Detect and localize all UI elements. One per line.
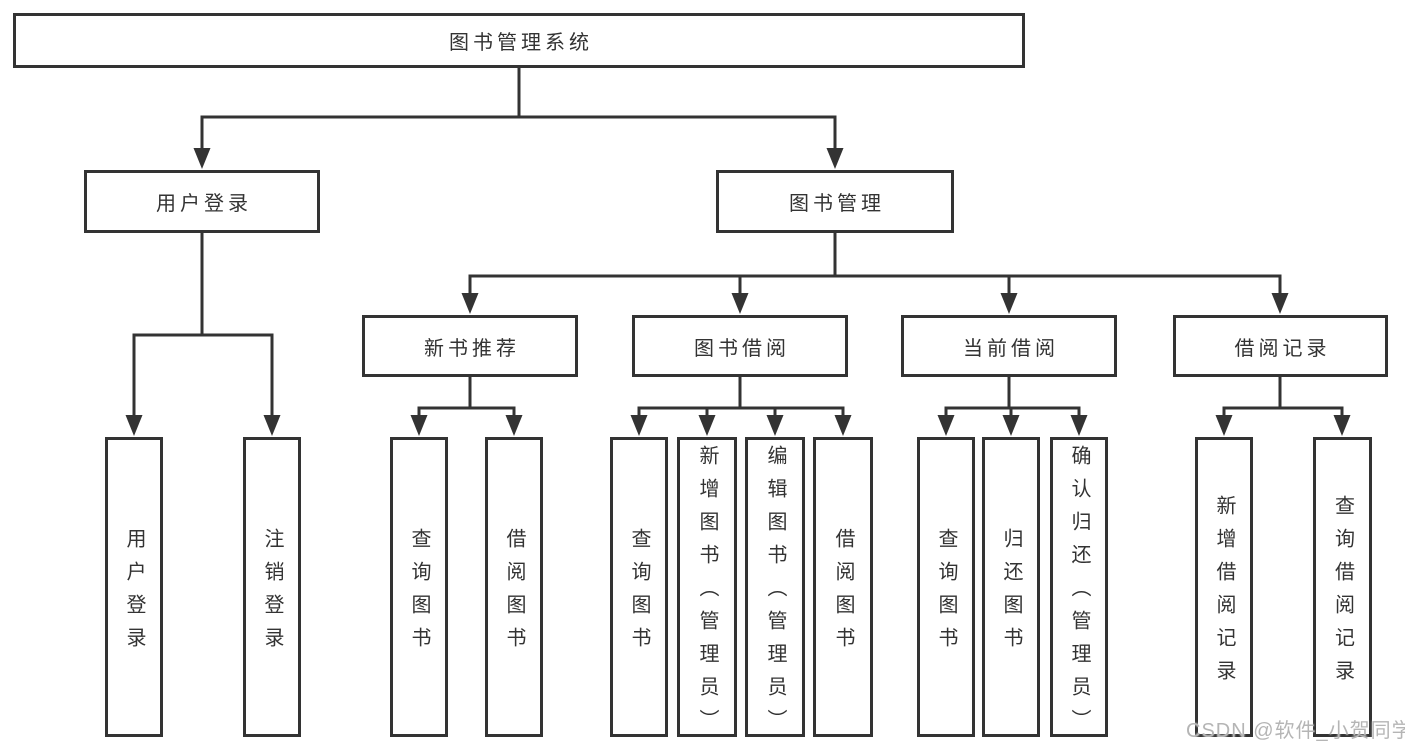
leaf-label: 编辑图书（管理员） bbox=[764, 445, 786, 742]
connector-book-mgmt-children bbox=[468, 233, 1282, 298]
leaf-query-books-current: 查询图书 bbox=[917, 437, 975, 737]
arrow-down-icon bbox=[1002, 415, 1020, 436]
leaf-confirm-return-admin: 确认归还（管理员） bbox=[1050, 437, 1108, 742]
connector-user-login-children bbox=[132, 233, 274, 418]
node-book-management: 图书管理 bbox=[716, 170, 954, 233]
leaf-label: 借阅图书 bbox=[503, 527, 525, 660]
leaf-label: 用户登录 bbox=[123, 527, 145, 660]
leaf-add-books-admin: 新增图书（管理员） bbox=[677, 437, 737, 742]
leaf-query-borrow-record: 查询借阅记录 bbox=[1313, 437, 1372, 737]
node-label: 当前借阅 bbox=[963, 337, 1059, 360]
leaf-borrow-books-recommend: 借阅图书 bbox=[485, 437, 543, 737]
arrow-down-icon bbox=[630, 415, 648, 436]
arrow-down-icon bbox=[1215, 415, 1233, 436]
leaf-borrow-books: 借阅图书 bbox=[813, 437, 873, 737]
node-root-system: 图书管理系统 bbox=[13, 13, 1025, 68]
arrow-down-icon bbox=[834, 415, 852, 436]
arrow-down-icon bbox=[698, 415, 716, 436]
leaf-label: 确认归还（管理员） bbox=[1068, 445, 1090, 742]
node-book-borrowing: 图书借阅 bbox=[632, 315, 848, 377]
arrow-down-icon bbox=[505, 415, 523, 436]
watermark-text: CSDN @软件_小贺同学 bbox=[1186, 720, 1405, 742]
node-borrowing-records: 借阅记录 bbox=[1173, 315, 1388, 377]
leaf-add-borrow-record: 新增借阅记录 bbox=[1195, 437, 1253, 737]
connector-current-borrow-children bbox=[944, 377, 1081, 418]
node-new-book-recommend: 新书推荐 bbox=[362, 315, 578, 377]
node-label: 借阅记录 bbox=[1234, 337, 1331, 360]
connector-new-book-children bbox=[417, 377, 516, 418]
connector-root-to-level2 bbox=[200, 68, 837, 152]
arrow-down-icon bbox=[766, 415, 784, 436]
arrow-down-icon bbox=[1070, 415, 1088, 436]
arrow-down-icon bbox=[1271, 293, 1289, 314]
leaf-label: 归还图书 bbox=[1000, 527, 1022, 660]
leaf-label: 查询图书 bbox=[628, 527, 650, 660]
arrow-down-icon bbox=[1333, 415, 1351, 436]
arrow-down-icon bbox=[937, 415, 955, 436]
connector-lines bbox=[132, 68, 1344, 418]
arrow-down-icon bbox=[125, 415, 143, 436]
connector-borrow-records-children bbox=[1222, 377, 1344, 418]
leaf-return-books: 归还图书 bbox=[982, 437, 1040, 737]
leaf-label: 查询图书 bbox=[408, 527, 430, 660]
node-user-login: 用户登录 bbox=[84, 170, 320, 233]
node-label: 图书管理系统 bbox=[449, 32, 593, 54]
arrow-down-icon bbox=[826, 148, 844, 169]
leaf-logout: 注销登录 bbox=[243, 437, 301, 737]
leaf-label: 新增借阅记录 bbox=[1213, 494, 1235, 693]
leaf-label: 查询借阅记录 bbox=[1331, 494, 1354, 693]
node-label: 图书管理 bbox=[789, 193, 885, 215]
node-label: 用户登录 bbox=[156, 193, 252, 215]
leaf-label: 注销登录 bbox=[261, 527, 283, 660]
leaf-query-books-borrowing: 查询图书 bbox=[610, 437, 668, 737]
leaf-query-books-recommend: 查询图书 bbox=[390, 437, 448, 737]
arrow-down-icon bbox=[1000, 293, 1018, 314]
arrow-down-icon bbox=[731, 293, 749, 314]
leaf-user-login: 用户登录 bbox=[105, 437, 163, 737]
arrow-down-icon bbox=[263, 415, 281, 436]
leaf-label: 新增图书（管理员） bbox=[696, 445, 718, 742]
leaf-label: 查询图书 bbox=[935, 527, 957, 660]
arrow-down-icon bbox=[410, 415, 428, 436]
leaf-label: 借阅图书 bbox=[832, 527, 854, 660]
node-label: 图书借阅 bbox=[694, 337, 790, 360]
leaf-edit-books-admin: 编辑图书（管理员） bbox=[745, 437, 805, 742]
node-label: 新书推荐 bbox=[424, 337, 520, 360]
connector-book-borrow-children bbox=[637, 377, 845, 418]
arrow-down-icon bbox=[461, 293, 479, 314]
arrowhead-icons bbox=[125, 148, 1351, 436]
arrow-down-icon bbox=[193, 148, 211, 169]
node-current-borrowing: 当前借阅 bbox=[901, 315, 1117, 377]
